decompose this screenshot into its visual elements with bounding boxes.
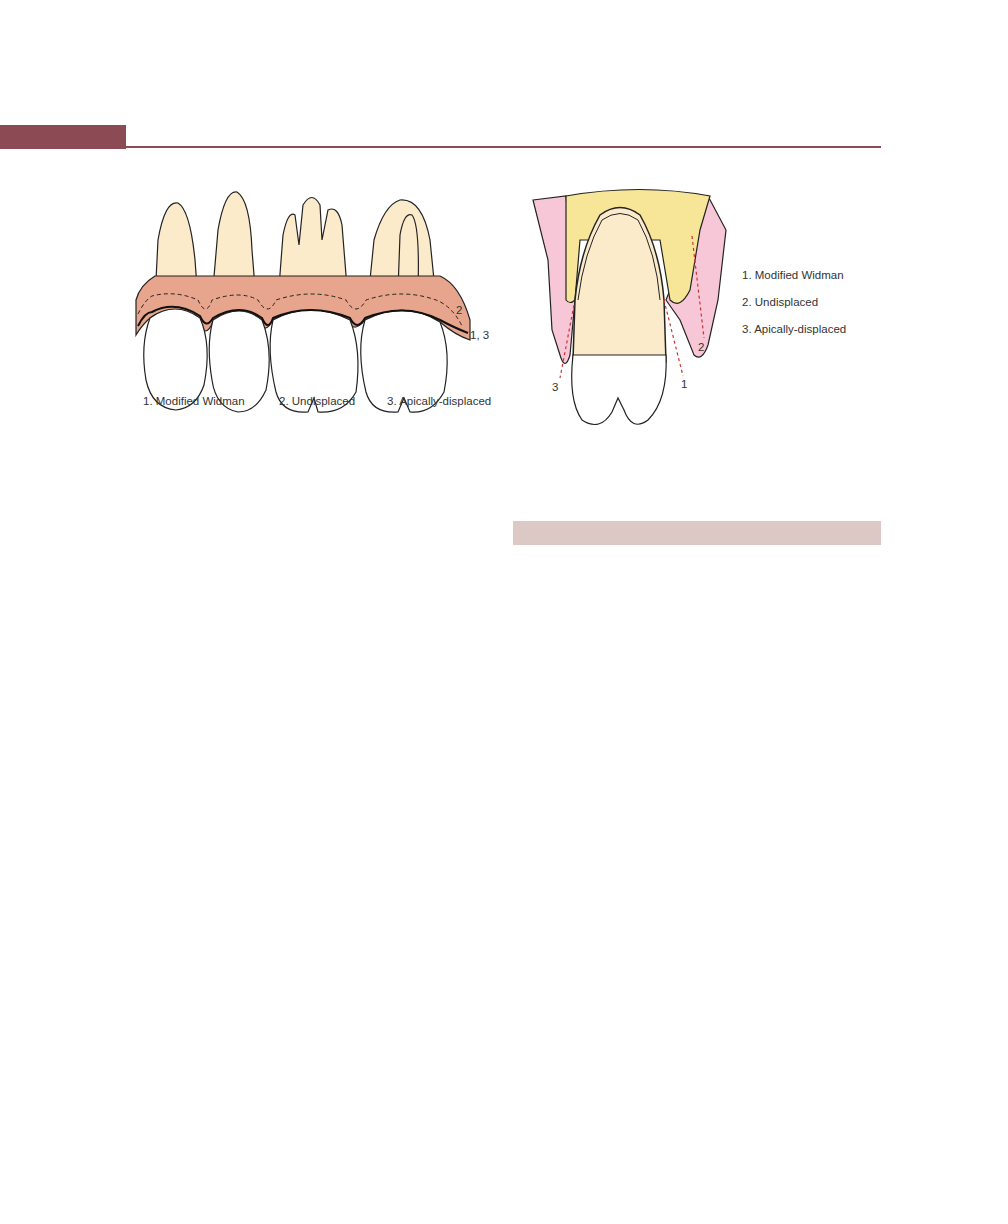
root-outline (578, 214, 660, 301)
key-item: 1. Modified Widman (742, 269, 844, 283)
caption-item: 2. Undisplaced (279, 395, 355, 409)
callout-number: 2 (698, 341, 704, 355)
section-band (513, 521, 881, 545)
callout-number: 2 (456, 304, 462, 318)
header-block (0, 125, 126, 149)
incision-line-widman (138, 307, 468, 333)
callout-number: 1, 3 (470, 329, 489, 343)
header-rule (126, 146, 881, 148)
key-item: 3. Apically-displaced (742, 323, 846, 337)
key-item: 2. Undisplaced (742, 296, 818, 310)
tooth-root (573, 208, 666, 363)
caption-item: 1. Modified Widman (143, 395, 245, 409)
incision-lines (560, 236, 704, 378)
callout-number: 3 (552, 381, 558, 395)
tooth-crown (572, 355, 666, 425)
callout-number: 1 (681, 378, 687, 392)
caption-item: 3. Apically-displaced (387, 395, 491, 409)
